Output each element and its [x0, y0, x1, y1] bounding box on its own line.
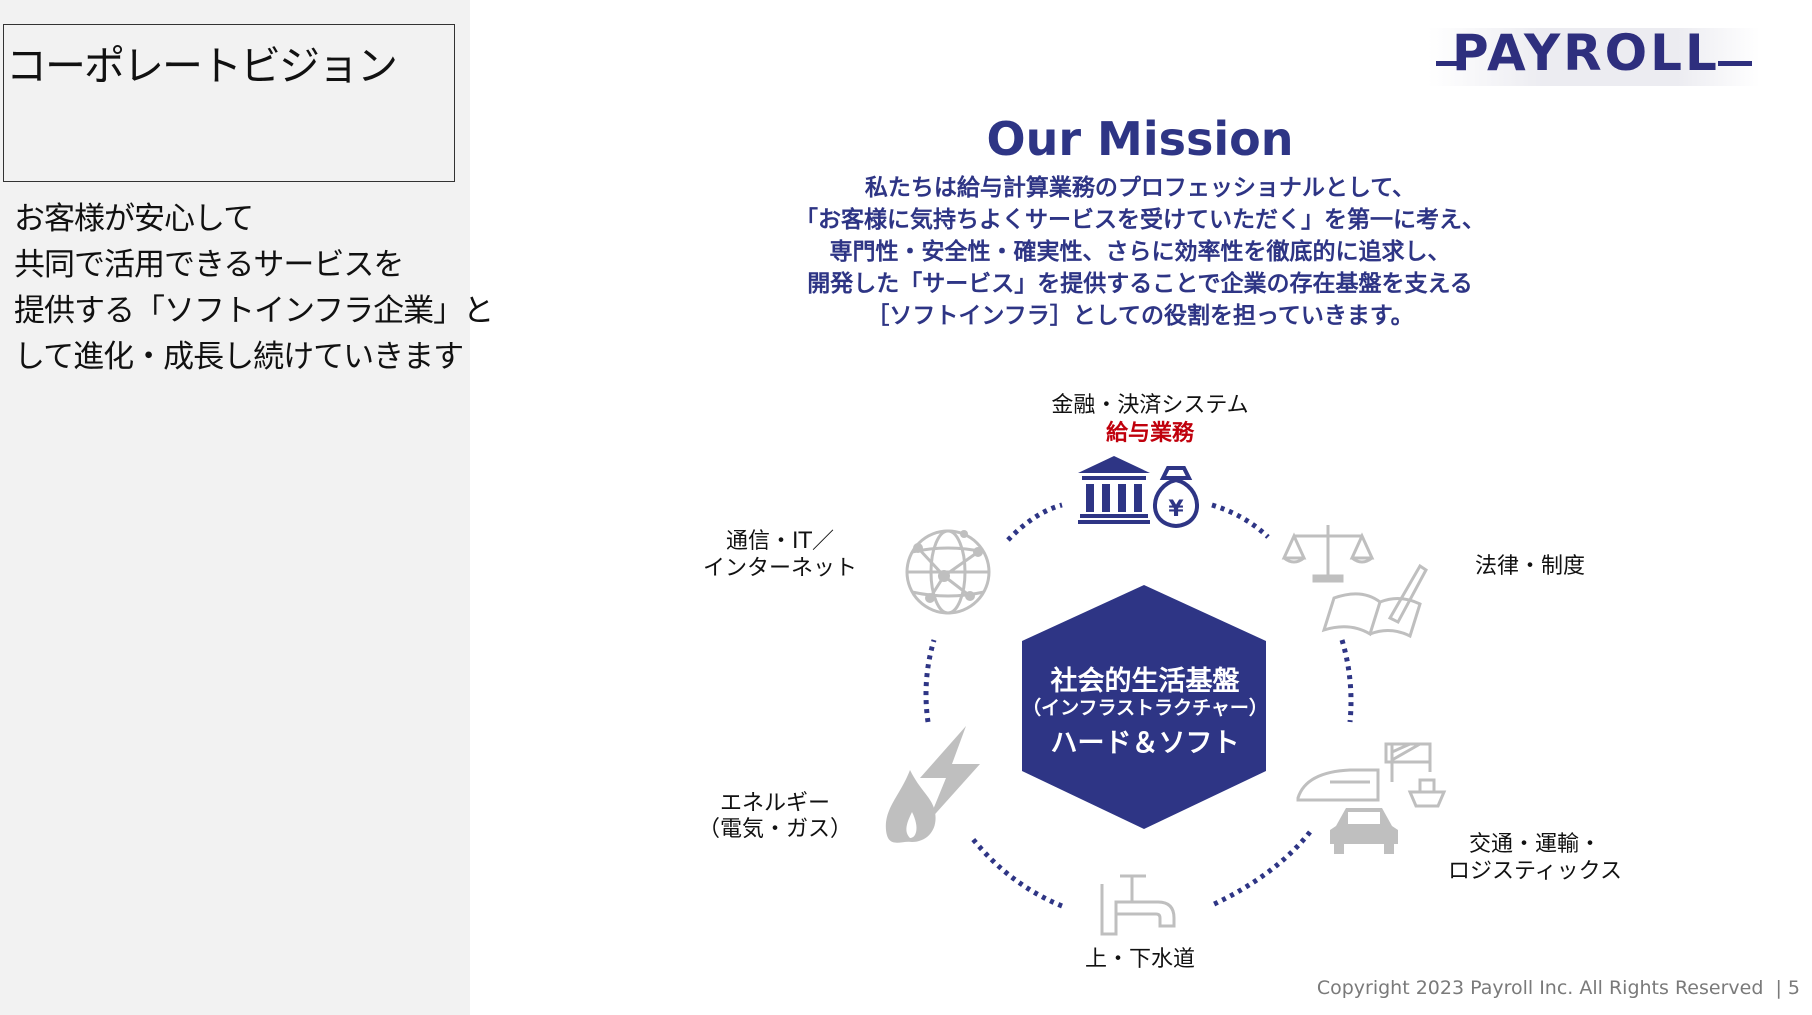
energy-label-line2: （電気・ガス） [697, 817, 852, 842]
network-nodes [913, 530, 983, 603]
center-title: 社会的生活基盤 [1050, 666, 1240, 697]
connector-arcs [923, 502, 1354, 909]
copyright-text: Copyright 2023 Payroll Inc. All Rights R… [1316, 977, 1764, 999]
vision-line: お客様が安心して [14, 201, 254, 237]
payroll-logo: PAYROLL [1452, 24, 1720, 82]
mission-statement: 私たちは給与計算業務のプロフェッショナルとして、 「お客様に気持ちよくサービスを… [740, 172, 1540, 332]
footer: Copyright 2023 Payroll Inc. All Rights R… [1250, 977, 1800, 999]
telecom-label-line1: 通信・IT／ [726, 529, 834, 554]
car-icon [1330, 808, 1398, 854]
logo-bar-right [1718, 61, 1752, 66]
arc-water-energy [970, 836, 1063, 909]
svg-text:¥: ¥ [1168, 497, 1184, 522]
logo-background [1428, 28, 1760, 86]
lightning-icon [920, 726, 980, 822]
footer-divider: | [1769, 977, 1788, 999]
vision-line: して進化・成長し続けていきます [14, 339, 464, 375]
water-label: 上・下水道 [1084, 947, 1195, 972]
arc-law-transport [1339, 639, 1354, 723]
money-bag-icon: ¥ [1153, 466, 1199, 529]
finance-label: 金融・決済システム [1051, 393, 1249, 418]
page-title: コーポレートビジョン [6, 42, 398, 90]
law-label: 法律・制度 [1474, 554, 1585, 579]
arc-finance-law [1211, 502, 1270, 539]
arc-energy-telecom [923, 639, 937, 723]
title-box [3, 24, 455, 182]
book-pen-icon [1321, 563, 1428, 639]
faucet-icon [1100, 874, 1176, 936]
transport-label-line2: ロジスティックス [1447, 859, 1623, 884]
page-number: 5 [1787, 977, 1800, 999]
vision-line: 提供する「ソフトインフラ企業」と [14, 293, 494, 329]
telecom-label-line2: インターネット [702, 556, 857, 581]
transport-label-line1: 交通・運輸・ [1468, 832, 1601, 857]
mission-line: 開発した「サービス」を提供することで企業の存在基盤を支える [807, 271, 1473, 297]
scales-icon [1281, 525, 1375, 583]
mission-line: 専門性・安全性・確実性、さらに効率性を徹底的に追求し、 [829, 239, 1451, 265]
flame-icon [885, 770, 936, 843]
ship-icon [1407, 778, 1447, 808]
vision-line: 共同で活用できるサービスを [14, 247, 404, 283]
mission-line: 「お客様に気持ちよくサービスを受けていただく」を第一に考え、 [795, 207, 1485, 233]
train-icon [1296, 768, 1380, 802]
bank-icon [1078, 456, 1150, 524]
logo-bar-left [1436, 61, 1466, 66]
arc-transport-water [1208, 830, 1312, 909]
center-subtitle: （インフラストラクチャー） [1022, 697, 1268, 719]
mission-title: Our Mission [986, 112, 1294, 166]
mission-line: 私たちは給与計算業務のプロフェッショナルとして、 [864, 175, 1416, 201]
center-caption: ハード＆ソフト [1050, 728, 1240, 759]
energy-label-line1: エネルギー [719, 791, 830, 816]
crane-icon [1384, 742, 1432, 782]
mission-line: ［ソフトインフラ］としての役割を担っていきます。 [866, 303, 1414, 329]
payroll-highlight-label: 給与業務 [1105, 421, 1194, 446]
arc-telecom-finance [1006, 502, 1063, 542]
vision-statement: お客様が安心して 共同で活用できるサービスを 提供する「ソフトインフラ企業」と … [14, 196, 494, 380]
center-hexagon [1022, 585, 1266, 829]
